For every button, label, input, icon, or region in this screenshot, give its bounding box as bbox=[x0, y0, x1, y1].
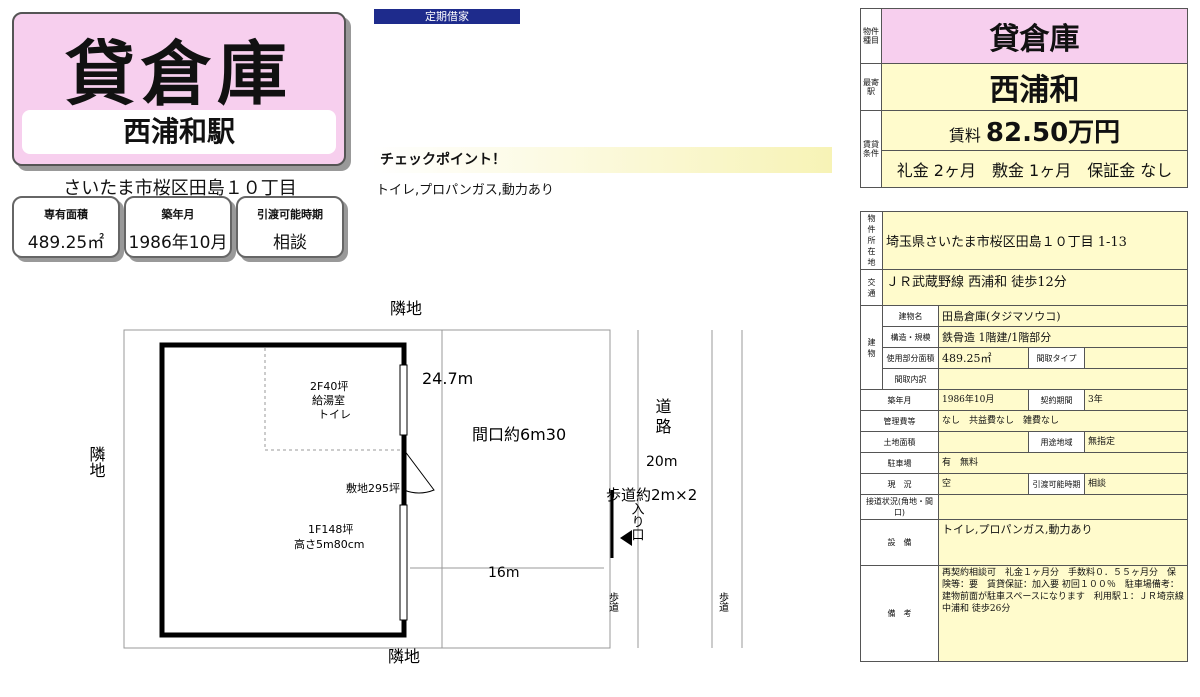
window-lower bbox=[399, 504, 408, 621]
building-label: 建物 bbox=[860, 305, 883, 390]
entrance-label: 入り口 bbox=[629, 502, 645, 541]
layout-type-label: 間取タイプ bbox=[1028, 347, 1085, 369]
zoning-label: 用途地域 bbox=[1028, 431, 1085, 453]
transport-value: ＪＲ武蔵野線 西浦和 徒歩12分 bbox=[882, 269, 1188, 306]
facility-value: トイレ,プロパンガス,動力あり bbox=[938, 519, 1188, 566]
mgmt-value: なし 共益費なし 雑費なし bbox=[938, 410, 1188, 432]
kitchen-label: 給湯室 bbox=[312, 393, 345, 407]
rent-value: 82.50万円 bbox=[985, 118, 1121, 148]
handover-detail-value: 相談 bbox=[1084, 473, 1188, 495]
road-label: 道路 bbox=[653, 398, 672, 438]
road-width-label: 20m bbox=[646, 454, 677, 470]
details-table: 物件所在地 埼玉県さいたま市桜区田島１０丁目 1-13 交通 ＪＲ武蔵野線 西浦… bbox=[860, 211, 1188, 662]
mgmt-label: 管理費等 bbox=[860, 410, 939, 432]
depth-label: 24.7m bbox=[422, 369, 473, 388]
station-name: 西浦和駅 bbox=[22, 110, 336, 154]
second-floor-area bbox=[264, 348, 402, 451]
parking-label: 駐車場 bbox=[860, 452, 939, 474]
entrance-arrow bbox=[620, 530, 632, 546]
zoning-value: 無指定 bbox=[1084, 431, 1188, 453]
remarks-value: 再契約相談可 礼金１ヶ月分 手数料０．５５ヶ月分 保険等：要 賃貸保証：加入要 … bbox=[938, 565, 1188, 662]
station-label: 最寄駅 bbox=[860, 63, 882, 111]
type-value: 貸倉庫 bbox=[881, 8, 1188, 64]
land-area-label: 土地面積 bbox=[860, 431, 939, 453]
distance-label: 16m bbox=[488, 565, 519, 581]
handover-box: 引渡可能時期 相談 bbox=[236, 196, 344, 258]
type-label: 物件種目 bbox=[860, 8, 882, 64]
layout-detail-value bbox=[938, 368, 1188, 390]
lease-type-tag: 定期借家 bbox=[374, 9, 520, 24]
terms-label: 賃貸条件 bbox=[860, 110, 882, 188]
structure-value: 鉄骨造 1階建/1階部分 bbox=[938, 326, 1188, 348]
sidewalk-right-label: 歩道 bbox=[717, 591, 729, 612]
location-label: 物件所在地 bbox=[860, 211, 883, 270]
building-name-label: 建物名 bbox=[882, 305, 939, 327]
built-detail-label: 築年月 bbox=[860, 389, 939, 411]
handover-label: 引渡可能時期 bbox=[257, 208, 323, 221]
location-value: 埼玉県さいたま市桜区田島１０丁目 1-13 bbox=[882, 211, 1188, 270]
area-detail-value: 489.25㎡ bbox=[938, 347, 1029, 369]
land-area-value bbox=[938, 431, 1029, 453]
built-label: 築年月 bbox=[161, 208, 195, 221]
check-point-heading: チェックポイント！ bbox=[372, 147, 832, 173]
window-upper bbox=[399, 364, 408, 436]
terms-value: 礼金 2ヶ月 敷金 1ヶ月 保証金 なし bbox=[881, 150, 1188, 188]
site-label: 敷地295坪 bbox=[346, 481, 400, 495]
station-value: 西浦和 bbox=[881, 63, 1188, 111]
door-swing bbox=[403, 448, 435, 494]
status-label: 現 況 bbox=[860, 473, 939, 495]
contract-label: 契約期間 bbox=[1028, 389, 1085, 411]
area-box: 専有面積 489.25㎡ bbox=[12, 196, 120, 258]
neighbor-top-label: 隣地 bbox=[390, 299, 422, 318]
neighbor-bottom-label: 隣地 bbox=[388, 647, 420, 666]
area-label: 専有面積 bbox=[44, 208, 88, 221]
property-title-card: 貸倉庫 西浦和駅 bbox=[12, 12, 346, 166]
check-point-text: トイレ,プロパンガス,動力あり bbox=[376, 183, 554, 198]
neighbor-left-label: 隣地 bbox=[87, 446, 106, 478]
building-name-value: 田島倉庫(タジマソウコ) bbox=[938, 305, 1188, 327]
transport-label: 交通 bbox=[860, 269, 883, 306]
road-access-value bbox=[938, 494, 1188, 520]
built-detail-value: 1986年10月 bbox=[938, 389, 1029, 411]
rent-cell: 賃料 82.50万円 bbox=[881, 110, 1188, 151]
height-label: 高さ5m80cm bbox=[294, 537, 364, 551]
floor-plan: 隣地 隣地 隣地 24.7m 2F40坪 給湯室 トイレ 間口約6m30 敷地2… bbox=[87, 299, 743, 666]
structure-label: 構造・規模 bbox=[882, 326, 939, 348]
area-value: 489.25㎡ bbox=[27, 233, 105, 253]
handover-value: 相談 bbox=[273, 233, 307, 253]
area-detail-label: 使用部分面積 bbox=[882, 347, 939, 369]
parking-value: 有 無料 bbox=[938, 452, 1188, 474]
summary-table: 物件種目 貸倉庫 最寄駅 西浦和 賃貸条件 賃料 82.50万円 礼金 2ヶ月 … bbox=[860, 8, 1188, 188]
frontage-label: 間口約6m30 bbox=[472, 425, 566, 444]
status-value: 空 bbox=[938, 473, 1029, 495]
layout-type-value bbox=[1084, 347, 1188, 369]
remarks-label: 備 考 bbox=[860, 565, 939, 662]
first-floor-label: 1F148坪 bbox=[308, 523, 353, 536]
toilet-label: トイレ bbox=[318, 408, 351, 421]
facility-label: 設 備 bbox=[860, 519, 939, 566]
second-floor-label: 2F40坪 bbox=[310, 380, 348, 393]
property-type-title: 貸倉庫 bbox=[65, 33, 293, 115]
layout-detail-label: 間取内訳 bbox=[882, 368, 939, 390]
built-value: 1986年10月 bbox=[128, 233, 228, 253]
sidewalk-width-label: 歩道約2m×2 bbox=[606, 486, 697, 504]
built-box: 築年月 1986年10月 bbox=[124, 196, 232, 258]
handover-detail-label: 引渡可能時期 bbox=[1028, 473, 1085, 495]
contract-value: 3年 bbox=[1084, 389, 1188, 411]
sidewalk-left-label: 歩道 bbox=[607, 591, 619, 612]
rent-prefix: 賃料 bbox=[948, 126, 981, 145]
road-access-label: 接道状況(角地・間口) bbox=[860, 494, 939, 520]
address-line: さいたま市桜区田島１０丁目 bbox=[63, 178, 297, 199]
